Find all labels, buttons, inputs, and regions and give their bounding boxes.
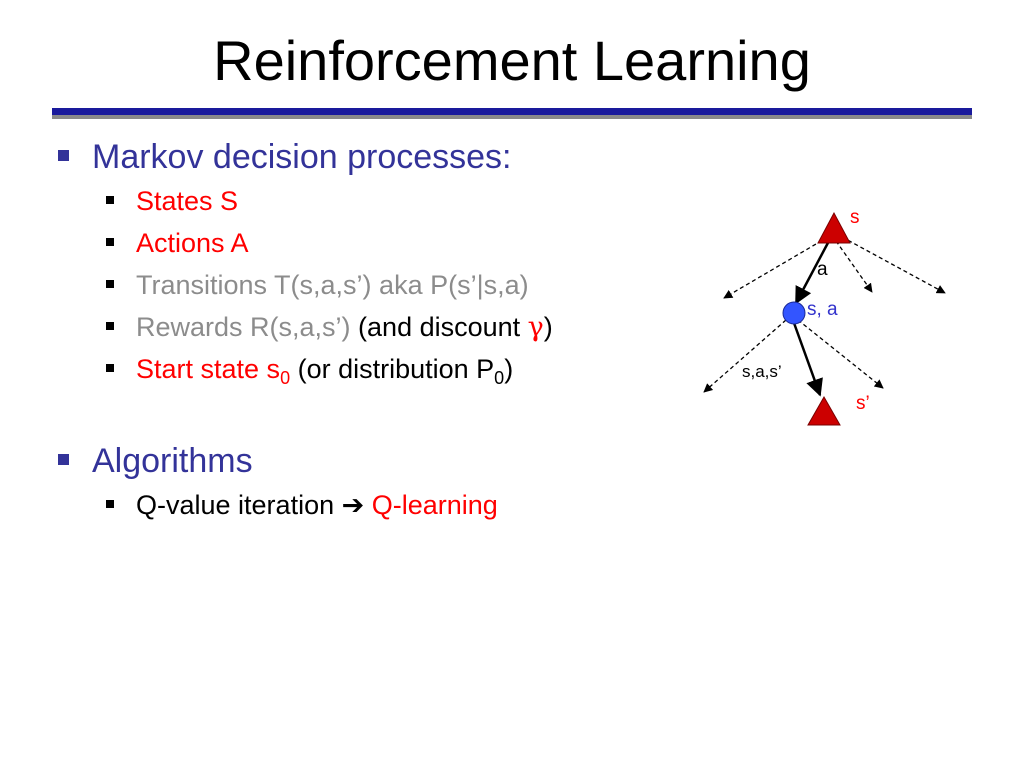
label-sa: s, a bbox=[807, 299, 838, 320]
distribution-subscript: 0 bbox=[494, 368, 505, 388]
square-bullet-icon bbox=[106, 280, 114, 288]
transition-arrow bbox=[792, 322, 823, 397]
start-state-line: Start state s0 (or distribution P0) bbox=[136, 354, 514, 388]
discount-close: ) bbox=[543, 312, 553, 342]
actions-text: Actions A bbox=[136, 228, 249, 258]
title-underline-shadow bbox=[52, 115, 972, 119]
distribution-close: ) bbox=[504, 354, 514, 384]
qlearning-text: Q-learning bbox=[364, 490, 498, 520]
dashed-arrow bbox=[835, 240, 873, 293]
square-bullet-icon bbox=[106, 500, 114, 508]
next-state-triangle-icon bbox=[807, 395, 841, 426]
dashed-arrow bbox=[703, 319, 787, 393]
qvalue-line: Q-value iteration ➔ Q-learning bbox=[136, 490, 498, 521]
qstate-circle-icon bbox=[782, 301, 806, 325]
label-sprime: s’ bbox=[856, 393, 870, 414]
dashed-arrow bbox=[841, 236, 946, 294]
algorithms-heading: Algorithms bbox=[92, 442, 253, 480]
square-bullet-icon bbox=[58, 150, 69, 161]
distribution-open: (or distribution P bbox=[290, 354, 495, 384]
states-text: States S bbox=[136, 186, 239, 216]
square-bullet-icon bbox=[58, 454, 69, 465]
rewards-text: Rewards R(s,a,s’) bbox=[136, 312, 351, 342]
square-bullet-icon bbox=[106, 238, 114, 246]
title-underline bbox=[52, 108, 972, 120]
discount-open: (and discount bbox=[350, 312, 528, 342]
slide-title: Reinforcement Learning bbox=[213, 29, 811, 92]
title-underline-blue bbox=[52, 108, 972, 115]
expectimax-diagram: s a s, a s,a,s’ s’ bbox=[703, 207, 946, 426]
mdp-heading: Markov decision processes: bbox=[92, 138, 512, 176]
action-arrow bbox=[794, 238, 832, 305]
gamma-symbol: γ bbox=[527, 312, 544, 343]
label-a: a bbox=[817, 259, 828, 280]
dashed-arrow bbox=[797, 319, 884, 389]
square-bullet-icon bbox=[106, 196, 114, 204]
square-bullet-icon bbox=[106, 364, 114, 372]
label-s: s bbox=[850, 207, 860, 228]
dashed-arrow bbox=[723, 236, 829, 299]
right-arrow-icon: ➔ bbox=[341, 490, 365, 521]
transitions-text: Transitions T(s,a,s’) aka P(s’|s,a) bbox=[136, 270, 529, 300]
qvalue-text: Q-value iteration bbox=[136, 490, 342, 520]
label-sas: s,a,s’ bbox=[742, 362, 782, 381]
start-state-text: Start state s bbox=[136, 354, 281, 384]
start-state-subscript: 0 bbox=[280, 368, 291, 388]
square-bullet-icon bbox=[106, 322, 114, 330]
state-triangle-icon bbox=[817, 211, 851, 244]
rewards-line: Rewards R(s,a,s’) (and discount γ) bbox=[136, 312, 553, 343]
